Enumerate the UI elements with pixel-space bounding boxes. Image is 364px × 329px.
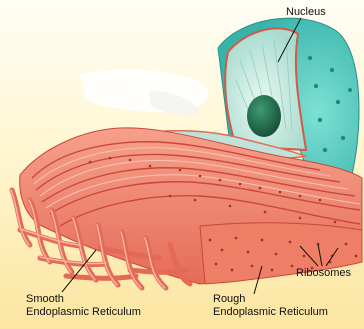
nucleus-label-text: Nucleus xyxy=(286,6,326,19)
rough-er-label-line-2: Endoplasmic Reticulum xyxy=(213,306,328,319)
rough-er-label: Rough Endoplasmic Reticulum xyxy=(213,293,328,319)
smooth-er-label-line-2: Endoplasmic Reticulum xyxy=(26,306,141,319)
smooth-er-label-line-1: Smooth xyxy=(26,293,141,306)
ribosomes-label: Ribosomes xyxy=(296,267,351,280)
rough-er-label-line-1: Rough xyxy=(213,293,328,306)
nucleus-label: Nucleus xyxy=(286,6,326,19)
smooth-er-label: Smooth Endoplasmic Reticulum xyxy=(26,293,141,319)
nucleolus xyxy=(247,95,281,137)
ribosomes-label-text: Ribosomes xyxy=(296,267,351,280)
